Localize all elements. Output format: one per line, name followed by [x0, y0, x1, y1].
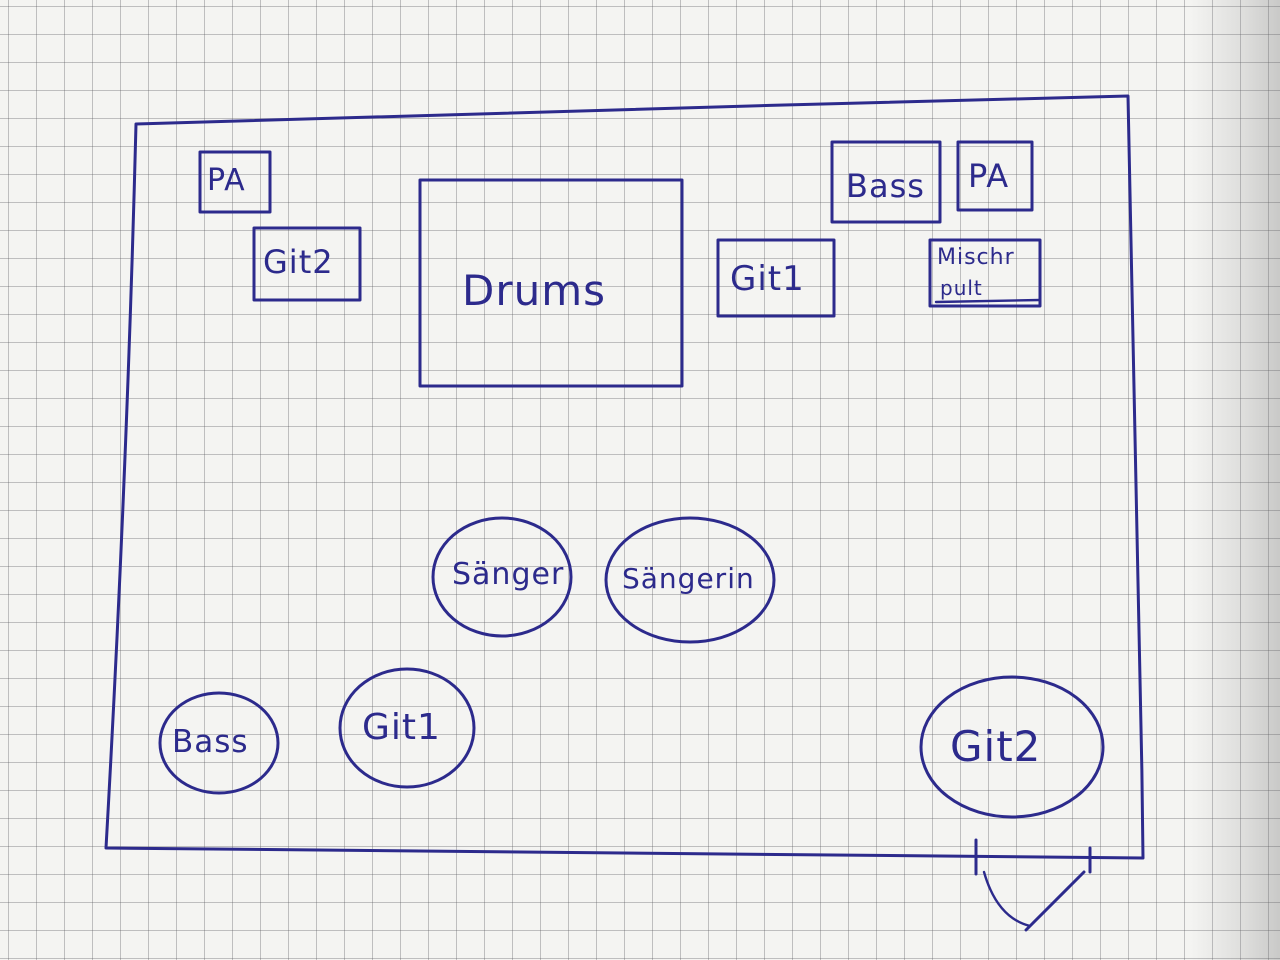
door-symbol [974, 838, 1092, 932]
saengerin-circle [604, 516, 776, 644]
bass-performer-label: Bass [172, 724, 249, 760]
mischpult-box [928, 238, 1042, 308]
pa-right-box [956, 140, 1034, 212]
git1-performer-circle [338, 667, 476, 789]
bass-performer-circle [158, 691, 280, 795]
pa-left-box [198, 150, 272, 214]
git2-performer-circle [919, 675, 1105, 819]
mischpult-strike [934, 298, 1042, 304]
saenger-label: Sänger [452, 557, 565, 592]
git1-amp-label: Git1 [730, 259, 805, 299]
drums-box [418, 178, 684, 388]
bass-amp-box [830, 140, 942, 224]
pa-right-label: PA [968, 157, 1010, 195]
git2-performer-label: Git2 [950, 722, 1042, 771]
saenger-circle [431, 516, 573, 638]
drums-label: Drums [462, 266, 607, 315]
git1-amp-box [716, 238, 836, 318]
saengerin-label: Sängerin [622, 562, 755, 595]
stage-outline [104, 94, 1145, 860]
mischpult-label-line2: pult [940, 276, 983, 300]
mischpult-label-line1: Mischr [937, 245, 1015, 270]
git2-amp-label: Git2 [263, 243, 334, 281]
bass-amp-label: Bass [846, 167, 925, 205]
git2-amp-box [252, 226, 362, 302]
pa-left-label: PA [207, 163, 246, 198]
git1-performer-label: Git1 [362, 707, 441, 748]
